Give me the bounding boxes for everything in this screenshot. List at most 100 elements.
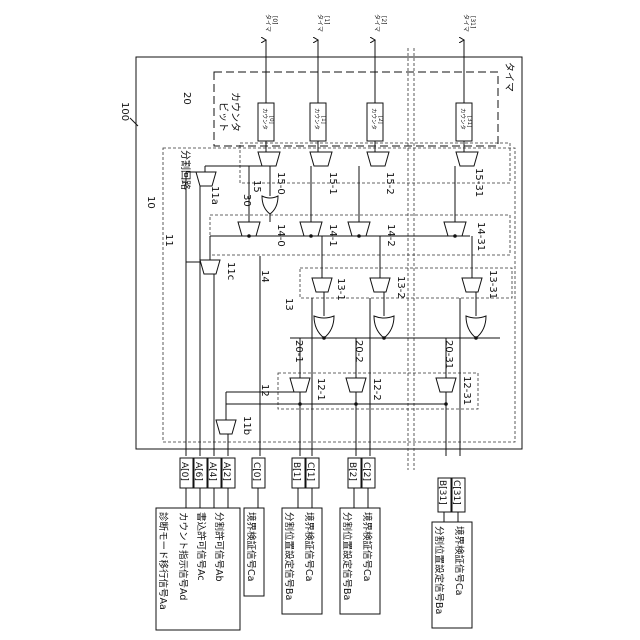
timer-output-0: タイマ [0] [264, 14, 278, 32]
label-13-31: 13-31 [487, 270, 498, 299]
signal-ca-31: 境界検証信号Ca [453, 526, 465, 595]
signal-ca-2: 境界検証信号Ca [361, 512, 373, 581]
selector-14-2 [348, 222, 370, 236]
svg-text:A[6]: A[6] [193, 462, 203, 481]
selector-14-31 [444, 222, 466, 236]
label-30: 30 [241, 194, 252, 207]
label-15-31: 15-31 [473, 168, 484, 197]
label-15-2: 15-2 [384, 172, 395, 195]
selector-15-2 [367, 152, 389, 166]
timer-title: タイマ [503, 62, 515, 92]
signal-group-c0: 境界検証信号Ca [244, 508, 264, 596]
svg-text:カウンタ: カウンタ [459, 108, 467, 130]
selector-13-31 [462, 278, 482, 292]
bus-group-a4-a2: A[4] A[2] [207, 458, 235, 488]
bus-group-b1-c1: B[1] C[1] [291, 458, 319, 488]
label-12-1: 12-1 [315, 378, 326, 401]
selector-15-31 [456, 152, 478, 166]
counter-0: カウンタ [0] [258, 103, 274, 141]
svg-text:カウンタ: カウンタ [370, 108, 378, 130]
selector-11c [200, 260, 220, 274]
label-20-31: 20-31 [443, 340, 454, 369]
signal-group-1: 分割位置設定信号Ba 境界検証信号Ca [282, 508, 322, 614]
selector-13-2 [370, 278, 390, 292]
signal-ba-2: 分割位置設定信号Ba [341, 512, 353, 600]
svg-text:A[4]: A[4] [207, 462, 217, 481]
timer-ref-100: 100 [119, 102, 130, 121]
label-12-31: 12-31 [461, 376, 472, 405]
svg-text:B[2]: B[2] [347, 462, 357, 481]
label-14-2: 14-2 [385, 224, 396, 247]
signal-group-31: 分割位置設定信号Ba 境界検証信号Ca [432, 522, 472, 628]
divider-ref-11: 11 [163, 234, 174, 247]
label-12-2: 12-2 [371, 378, 382, 401]
label-14-1: 14-1 [327, 224, 338, 247]
label-20-1: 20-1 [293, 340, 304, 363]
selector-14-1 [300, 222, 322, 236]
counter-2: カウンタ [2] [367, 103, 383, 141]
label-13-1: 13-1 [335, 278, 346, 301]
timer-output-2: タイマ [2] [373, 14, 387, 32]
svg-text:A[0]: A[0] [179, 462, 189, 481]
label-15-0: 15-0 [275, 172, 286, 195]
signal-ca-0: 境界検証信号Ca [245, 512, 257, 581]
selector-11a [196, 172, 216, 186]
svg-text:[0]: [0] [268, 116, 274, 124]
timer-output-1: タイマ [1] [316, 14, 330, 32]
svg-text:B[31]: B[31] [437, 480, 447, 505]
signal-group-2: 分割位置設定信号Ba 境界検証信号Ca [340, 508, 380, 614]
svg-text:B[1]: B[1] [291, 462, 301, 481]
label-14-0: 14-0 [275, 224, 286, 247]
selector-12-31 [436, 378, 456, 392]
svg-text:タイマ: タイマ [373, 14, 381, 32]
label-14: 14 [259, 270, 270, 283]
bus-group-a0-a6: A[0] A[6] [179, 458, 207, 488]
selector-11b [216, 420, 236, 434]
selector-14-0 [238, 222, 260, 236]
counter-block-title-2: カウンタ [229, 92, 241, 132]
svg-text:カウンタ: カウンタ [313, 108, 321, 130]
label-13-2: 13-2 [395, 276, 406, 299]
counter-1: カウンタ [1] [310, 103, 326, 141]
counter-block-title-1: ビット [217, 102, 229, 132]
signal-aa: 診断モード移行信号Aa [157, 512, 169, 610]
selector-15-0 [258, 152, 280, 166]
svg-text:C[2]: C[2] [361, 462, 371, 481]
signal-ca-1: 境界検証信号Ca [303, 512, 315, 581]
bus-group-c0: C[0] [251, 458, 265, 488]
label-20-2: 20-2 [353, 340, 364, 363]
svg-text:C[31]: C[31] [451, 480, 461, 505]
svg-text:[2]: [2] [380, 16, 387, 25]
label-12: 12 [259, 384, 270, 397]
bus-group-b2-c2: B[2] C[2] [347, 458, 375, 488]
svg-text:[1]: [1] [323, 16, 330, 25]
signal-ad: カウント指示信号Ad [177, 512, 189, 600]
counter-31: カウンタ [31] [456, 103, 472, 141]
label-15: 15 [251, 180, 262, 193]
signal-ac: 書込許可信号Ac [195, 512, 207, 581]
svg-text:[1]: [1] [320, 116, 326, 124]
selector-13-1 [312, 278, 332, 292]
signal-ba-1: 分割位置設定信号Ba [283, 512, 295, 600]
selector-12-1 [290, 378, 310, 392]
label-13: 13 [283, 298, 294, 311]
svg-text:タイマ: タイマ [462, 14, 470, 32]
counter-block-ref: 20 [181, 92, 192, 105]
svg-text:C[0]: C[0] [251, 462, 261, 481]
svg-text:A[2]: A[2] [221, 462, 231, 481]
label-11a: 11a [209, 186, 220, 205]
label-11c: 11c [225, 262, 236, 280]
signal-group-a: 診断モード移行信号Aa カウント指示信号Ad 書込許可信号Ac 分割許可信号Ab [156, 508, 240, 630]
label-15-1: 15-1 [327, 172, 338, 195]
label-11b: 11b [241, 416, 252, 435]
selector-15-1 [310, 152, 332, 166]
svg-text:[2]: [2] [377, 116, 383, 124]
bus-group-b31-c31: B[31] C[31] [437, 478, 465, 512]
signal-ab: 分割許可信号Ab [213, 512, 225, 582]
svg-text:カウンタ: カウンタ [261, 108, 269, 130]
svg-text:[31]: [31] [466, 116, 472, 127]
svg-text:タイマ: タイマ [316, 14, 324, 32]
svg-text:タイマ: タイマ [264, 14, 272, 32]
divider-ref-10: 10 [145, 196, 156, 209]
label-14-31: 14-31 [475, 222, 486, 251]
